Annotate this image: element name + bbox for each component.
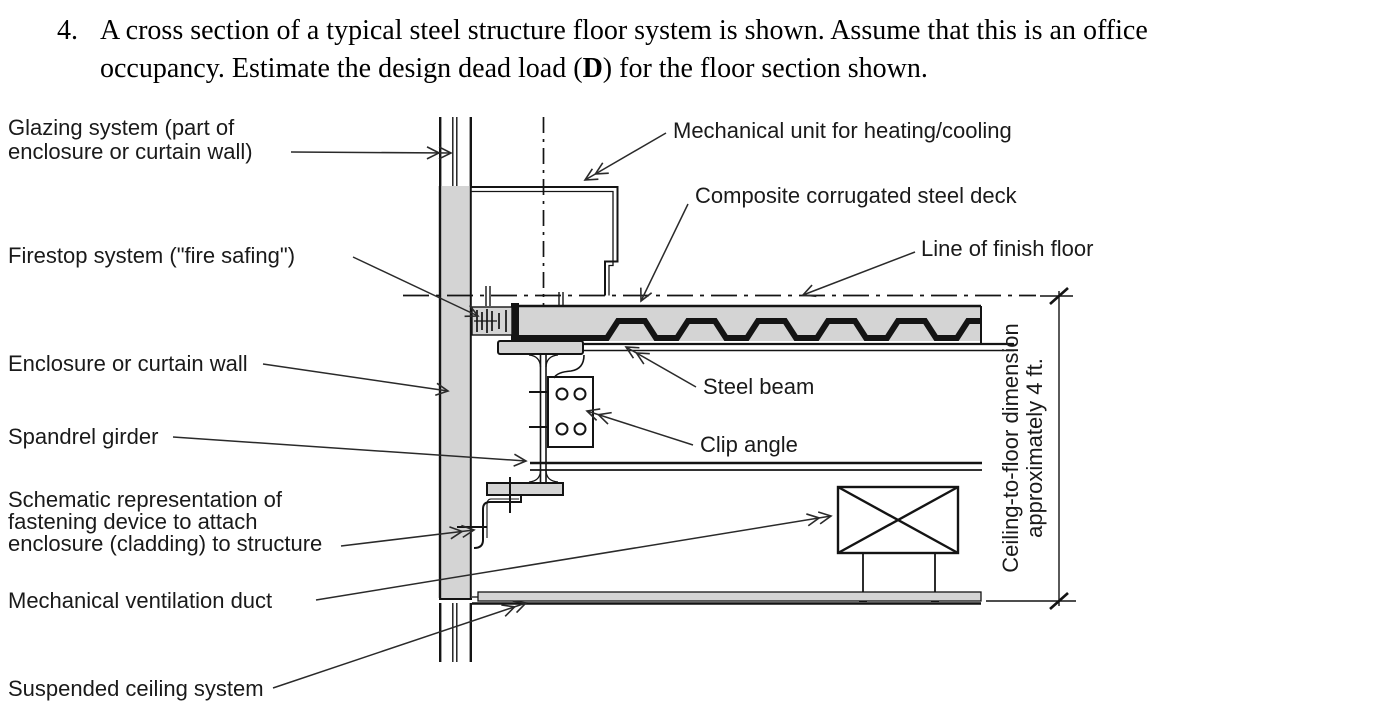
slab-left-end [511, 303, 519, 346]
ceiling-bar [477, 591, 982, 602]
dim-tick [1049, 592, 1069, 610]
suspended-ceiling [472, 591, 982, 605]
problem-line2c: ) for the floor section shown. [602, 53, 928, 84]
label-schematic-line3: enclosure (cladding) to structure [8, 531, 322, 556]
problem-line1: A cross section of a typical steel struc… [100, 15, 1148, 46]
problem-line2-bold: D [582, 53, 603, 84]
mechanical-unit-outline-inner [471, 190, 614, 296]
glazing-system-top [439, 117, 472, 186]
leader-fastening [340, 524, 476, 547]
problem-text: A cross section of a typical steel struc… [100, 12, 1357, 88]
problem-number: 4. [57, 15, 78, 46]
glazing-system-bottom [439, 603, 472, 662]
girder-bottom-flange [486, 482, 564, 496]
bolt [555, 422, 569, 436]
label-mech-unit: Mechanical unit for heating/cooling [673, 118, 1012, 143]
leader-glazing [290, 146, 453, 160]
leader-steel-beam [624, 346, 697, 388]
dim-tick [1049, 287, 1069, 305]
leader-spandrel [172, 436, 528, 467]
bolt [555, 387, 569, 401]
curtain-wall-fill [439, 186, 471, 598]
leader-enclosure [262, 363, 450, 396]
fastener-strap-inner [486, 498, 519, 538]
dimension-ceiling-to-floor: Ceiling-to-floor dimension approximately… [986, 287, 1076, 610]
corrugated-deck [515, 318, 981, 341]
dimension-label-line1: Ceiling-to-floor dimension [998, 323, 1023, 572]
ventilation-duct [836, 485, 960, 602]
label-firestop: Firestop system ("fire safing") [8, 243, 295, 268]
girder-top-flange [497, 340, 584, 355]
web-fillet [545, 354, 559, 368]
label-steel-beam: Steel beam [703, 374, 814, 399]
leader-firestop [352, 256, 480, 318]
bolt [573, 422, 587, 436]
leader-duct [315, 511, 833, 601]
label-clip-angle: Clip angle [700, 432, 798, 457]
duct-x-diagonal [837, 485, 959, 555]
label-spandrel: Spandrel girder [8, 424, 158, 449]
steel-beam [530, 342, 1014, 471]
mechanical-unit [471, 186, 619, 296]
web-fillet [528, 470, 542, 483]
mechanical-unit-outline-outer [471, 186, 619, 296]
label-glazing-line2: enclosure or curtain wall) [8, 139, 253, 164]
dimension-label-line2: approximately 4 ft. [1022, 358, 1047, 538]
deck-edge-angle [553, 354, 585, 379]
leader-finish-floor [801, 251, 916, 298]
leader-mech-unit [583, 132, 667, 181]
firestop [471, 306, 513, 336]
clip-angle [529, 376, 594, 448]
leader-clip-angle [585, 408, 694, 446]
duct-box [836, 485, 960, 555]
problem-statement: 4. A cross section of a typical steel st… [57, 12, 1357, 88]
label-schematic-line1: Schematic representation of [8, 487, 283, 512]
problem-line2a: occupancy. Estimate the design dead load… [100, 53, 583, 84]
label-duct: Mechanical ventilation duct [8, 588, 272, 613]
leader-ceiling [272, 600, 528, 689]
floor-penetration-stubs [485, 286, 564, 306]
fastener-strap [473, 495, 522, 549]
label-finish-floor: Line of finish floor [921, 236, 1093, 261]
callout-labels: Glazing system (part of enclosure or cur… [8, 115, 1093, 701]
web-fillet [528, 354, 542, 368]
leader-lines [172, 132, 916, 689]
spandrel-girder [486, 340, 585, 496]
label-enclosure: Enclosure or curtain wall [8, 351, 248, 376]
leader-deck [640, 203, 689, 303]
label-deck: Composite corrugated steel deck [695, 183, 1018, 208]
bolt [573, 387, 587, 401]
curtain-wall [438, 186, 472, 600]
floor-slab [511, 303, 982, 346]
label-glazing-line1: Glazing system (part of [8, 115, 235, 140]
label-schematic-line2: fastening device to attach [8, 509, 258, 534]
clip-angle-plate [547, 376, 594, 448]
label-ceiling: Suspended ceiling system [8, 676, 264, 701]
web-fillet [545, 470, 559, 483]
